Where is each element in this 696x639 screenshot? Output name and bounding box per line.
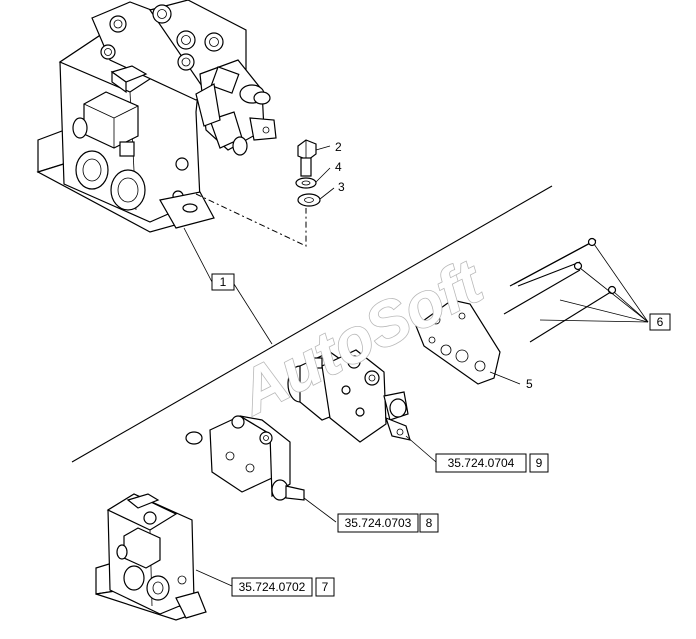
callout-4: 4 xyxy=(335,160,342,174)
callout-3: 3 xyxy=(338,180,345,194)
valve-section-7 xyxy=(95,493,233,621)
svg-text:9: 9 xyxy=(536,456,543,470)
svg-text:1: 1 xyxy=(220,275,227,289)
callout-6: 6 xyxy=(649,313,671,331)
callout-1: 1 xyxy=(183,227,273,345)
svg-text:35.724.0703: 35.724.0703 xyxy=(345,516,412,530)
svg-text:35.724.0704: 35.724.0704 xyxy=(448,456,515,470)
svg-text:6: 6 xyxy=(657,315,664,329)
separator-line xyxy=(71,185,553,463)
mounting-bracket xyxy=(415,299,521,385)
callout-5: 5 xyxy=(526,377,533,391)
svg-text:8: 8 xyxy=(426,516,433,530)
ref-box-8: 35.724.0703 8 xyxy=(337,513,439,533)
bolt-and-washers xyxy=(295,139,335,207)
valve-section-8 xyxy=(185,415,337,523)
valve-section-9 xyxy=(287,349,437,463)
callout-2: 2 xyxy=(335,140,342,154)
svg-text:7: 7 xyxy=(322,580,329,594)
ref-box-7: 35.724.0702 7 xyxy=(231,577,335,597)
ref-box-9: 35.724.0704 9 xyxy=(435,453,549,473)
svg-text:35.724.0702: 35.724.0702 xyxy=(239,580,306,594)
main-valve-assembly xyxy=(36,0,277,233)
assembly-axis xyxy=(195,193,307,247)
tie-rods xyxy=(503,237,649,343)
